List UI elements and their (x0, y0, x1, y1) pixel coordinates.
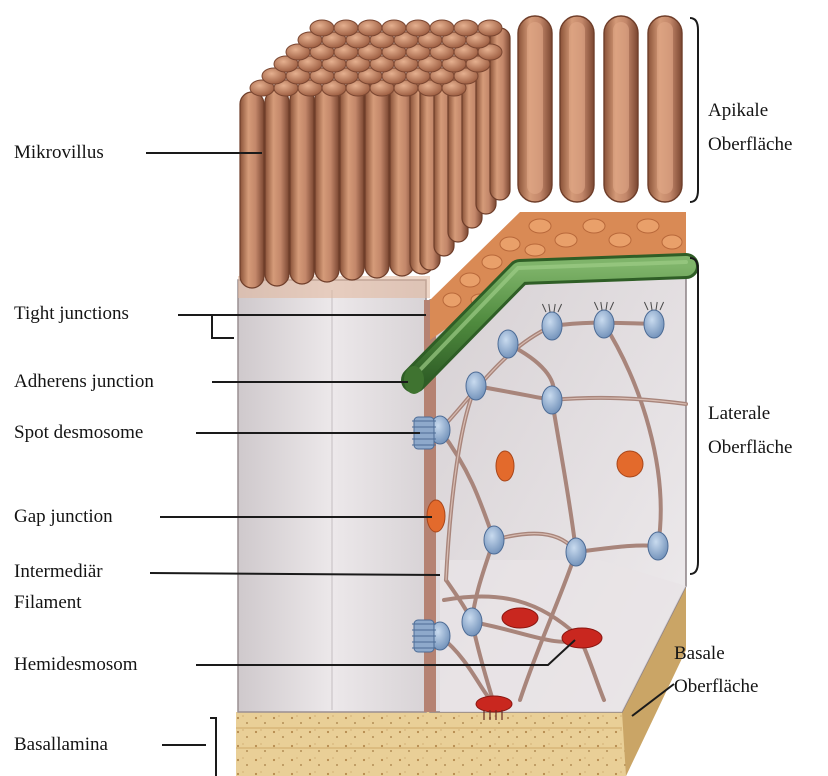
microvillus-highlight (527, 22, 543, 194)
spot-desmosome (566, 538, 586, 566)
microvillus (290, 88, 314, 284)
label-adherens-junction: Adherens junction (14, 371, 154, 393)
microvillus-tip (334, 20, 358, 36)
microvilli-right (518, 16, 682, 202)
microvillus (315, 86, 339, 282)
label-spot-desmosome: Spot desmosome (14, 422, 143, 444)
microvillus (265, 90, 289, 286)
spot-desmosome (466, 372, 486, 400)
microvillus-tip (454, 20, 478, 36)
microvillus (240, 92, 264, 288)
microvillus-tip (358, 20, 382, 36)
spot-desmosome (484, 526, 504, 554)
label-laterale: Laterale (708, 403, 770, 425)
spot-desmosome (462, 608, 482, 636)
label-apikale: Apikale (708, 100, 768, 122)
microvillus-tip (406, 20, 430, 36)
left-cell (238, 276, 430, 712)
label-mikrovillus: Mikrovillus (14, 142, 104, 164)
label-basallamina: Basallamina (14, 734, 108, 756)
microvillus-highlight (569, 22, 585, 194)
microvillus-highlight (657, 22, 673, 194)
spot-desmosome (542, 312, 562, 340)
wall-desmosome (412, 620, 436, 652)
label-filament: Filament (14, 592, 82, 614)
microvillus-tip (478, 20, 502, 36)
spot-desmosome (498, 330, 518, 358)
label-apikale-oberflaeche: Oberfläche (708, 134, 792, 156)
microvillus (340, 84, 364, 280)
microvilli-tips (250, 20, 502, 96)
microvillus-tip (382, 20, 406, 36)
label-basale: Basale (674, 643, 725, 665)
label-intermediaer: Intermediär (14, 561, 103, 583)
label-laterale-oberflaeche: Oberfläche (708, 437, 792, 459)
label-gap-junction: Gap junction (14, 506, 113, 528)
spot-desmosome (542, 386, 562, 414)
microvillus-tip (310, 20, 334, 36)
label-hemidesmosom: Hemidesmosom (14, 654, 138, 676)
microvillus-highlight (613, 22, 629, 194)
microvillus-tip (430, 20, 454, 36)
label-basale-oberflaeche: Oberfläche (674, 676, 758, 698)
spot-desmosome (594, 310, 614, 338)
spot-desmosome (648, 532, 668, 560)
label-tight-junctions: Tight junctions (14, 303, 129, 325)
spot-desmosome (644, 310, 664, 338)
microvillus (365, 82, 389, 278)
